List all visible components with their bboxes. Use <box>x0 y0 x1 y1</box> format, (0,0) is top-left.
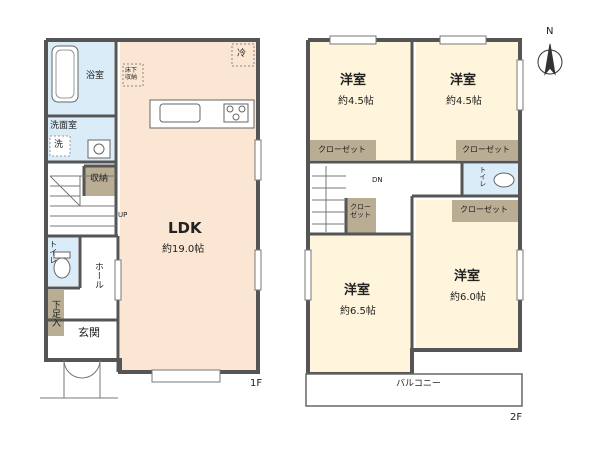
hall-label: ホール <box>92 262 103 289</box>
ldk-floor <box>120 40 258 372</box>
second-floor <box>304 35 524 407</box>
entrance-label: 玄関 <box>78 326 100 339</box>
room-sw-floor <box>308 234 412 374</box>
closet-nw-label: クローゼット <box>318 145 366 154</box>
room-ne-name: 洋室 <box>450 73 477 88</box>
closet-se-label: クローゼット <box>460 205 508 214</box>
bathtub <box>51 45 79 103</box>
closet-mid <box>346 198 376 234</box>
toilet-2f-label: トイレ <box>478 166 487 187</box>
washing-machine <box>49 135 71 157</box>
stairs-1f <box>49 175 116 227</box>
kitchen-sink <box>159 103 201 123</box>
floor2-label: 2F <box>510 412 523 423</box>
floor1-label: 1F <box>250 378 263 389</box>
north-compass <box>537 43 563 76</box>
ldk-size: 約19.0帖 <box>162 244 205 255</box>
down-label: DN <box>372 176 383 184</box>
compass-label: N <box>546 26 554 37</box>
ldk-name: LDK <box>168 219 202 237</box>
storage-label: 収納 <box>90 174 109 184</box>
washroom-label: 洗面室 <box>50 121 78 131</box>
up-label: UP <box>118 211 128 219</box>
closet-mid-label: クロー ゼット <box>350 203 371 219</box>
closet-nw <box>310 140 376 160</box>
closet-ne-label: クローゼット <box>462 145 510 154</box>
underfloor-storage-box <box>122 63 144 87</box>
closet-ne <box>456 140 518 160</box>
balcony-label: バルコニー <box>396 379 441 389</box>
cooktop <box>223 103 249 123</box>
washbasin <box>87 139 111 159</box>
room-se-name: 洋室 <box>454 269 481 284</box>
room-ne-size: 約4.5帖 <box>446 96 482 107</box>
fridge-label: 冷 <box>237 49 247 59</box>
closet-se <box>452 200 518 222</box>
room-se-floor <box>416 200 520 350</box>
toilet-1f-label: トイレ <box>48 240 58 264</box>
bath-label: 浴室 <box>86 71 105 81</box>
hall-floor <box>80 236 118 320</box>
room-sw-name: 洋室 <box>344 283 371 298</box>
shoe-storage-label: 下足入 <box>49 300 60 327</box>
balcony <box>305 373 523 407</box>
underfloor-storage-label: 床下収納 <box>125 67 138 81</box>
washer-label: 洗 <box>54 140 64 150</box>
room-sw-size: 約6.5帖 <box>340 306 376 317</box>
fridge-space <box>231 43 255 67</box>
first-floor-outer-wall <box>44 38 260 374</box>
room-nw-name: 洋室 <box>340 73 367 88</box>
storage-closet-1f <box>84 166 116 196</box>
stairs-2f <box>312 166 346 232</box>
first-floor <box>40 38 262 399</box>
room-se-size: 約6.0帖 <box>450 292 486 303</box>
toilet-2f-bowl <box>493 172 515 188</box>
entrance-door <box>40 359 118 399</box>
room-nw-size: 約4.5帖 <box>338 96 374 107</box>
shoe-storage-shelf <box>46 290 64 336</box>
